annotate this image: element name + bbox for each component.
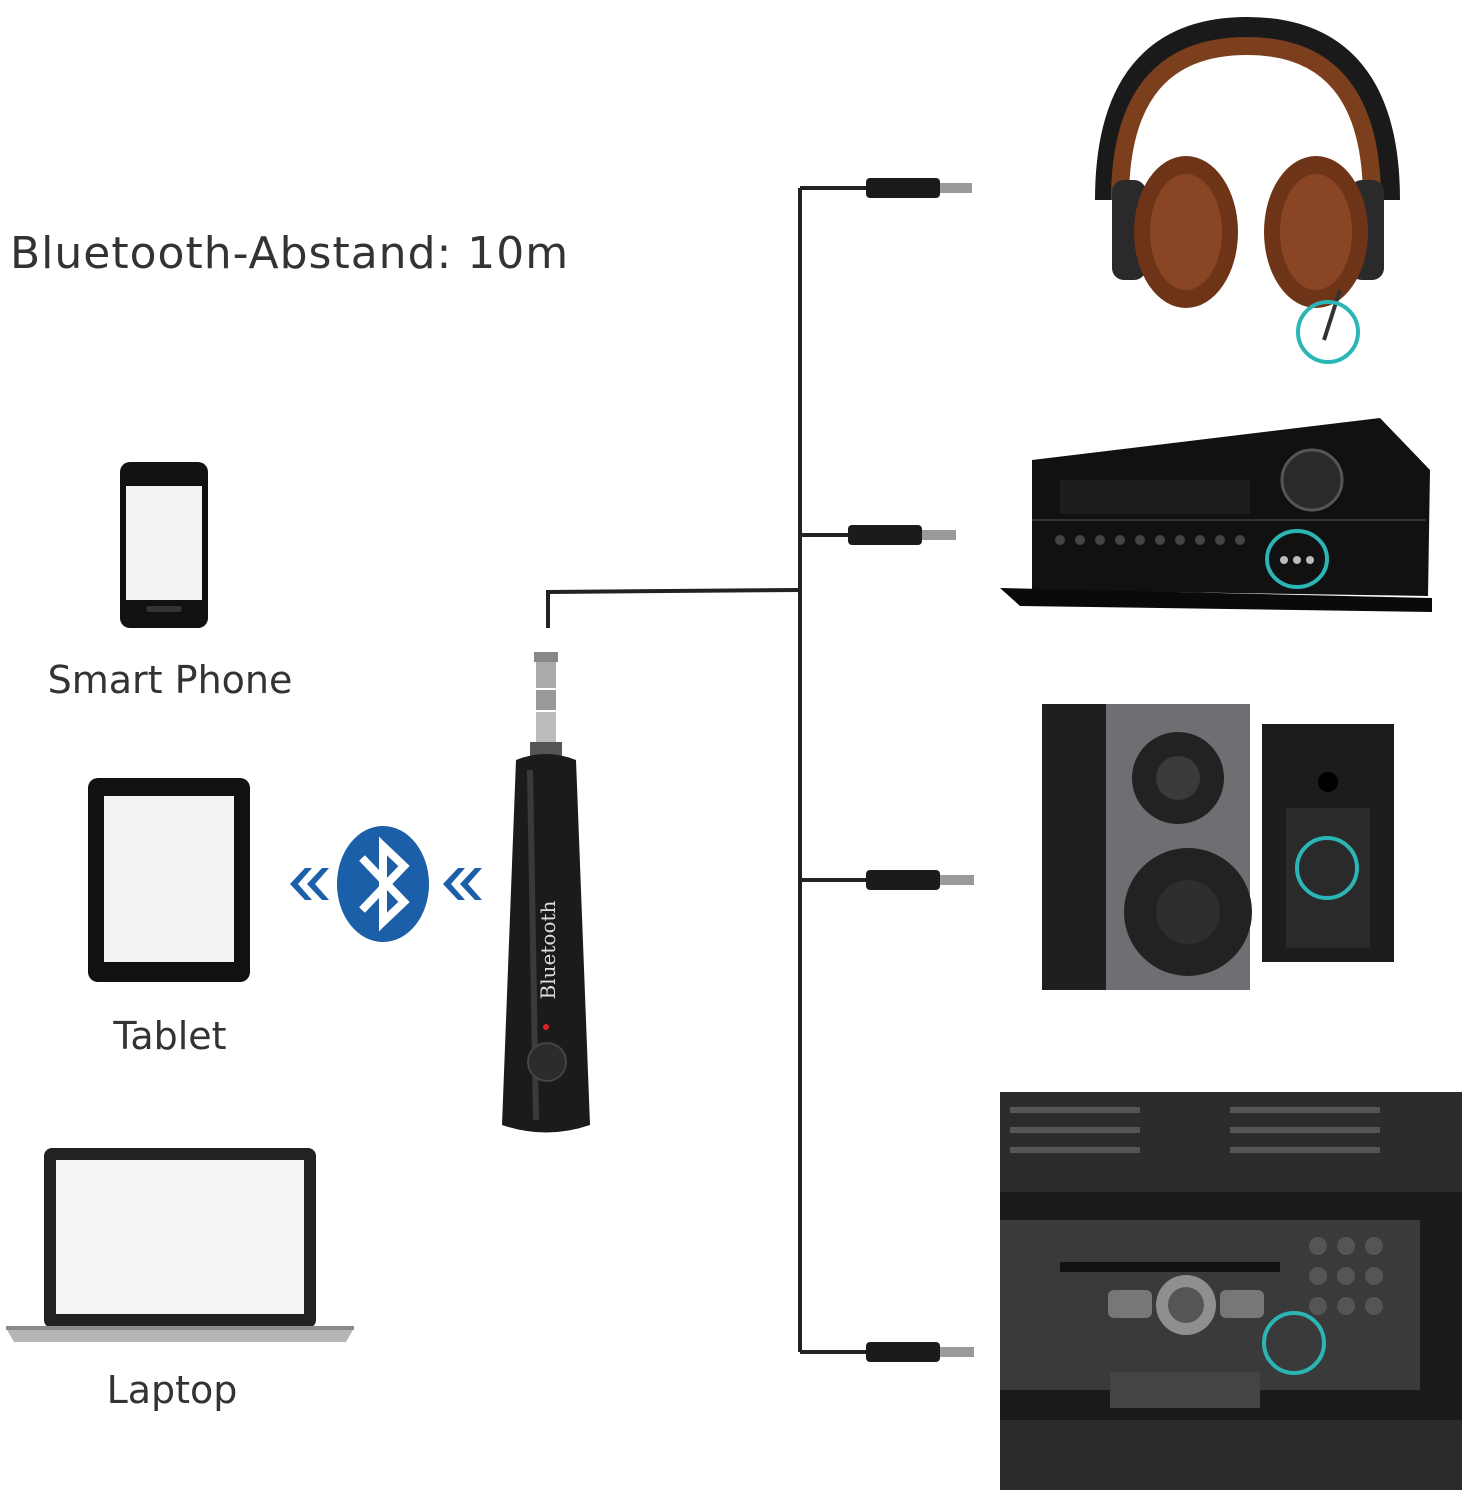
source-label-smartphone: Smart Phone: [47, 658, 293, 702]
smartphone-icon: [120, 462, 208, 628]
tablet-icon: [88, 778, 250, 982]
av-receiver-icon: [1000, 418, 1432, 612]
laptop-icon: [6, 1148, 354, 1342]
arrow-left-icon: [290, 868, 482, 900]
headphones-icon: [1095, 16, 1400, 364]
source-label-tablet: Tablet: [113, 1014, 227, 1058]
diagram-title: Bluetooth-Abstand: 10m: [10, 228, 570, 279]
bluetooth-receiver-icon: [502, 588, 801, 1133]
speakers-icon: [1042, 704, 1394, 990]
splitter-cable: [798, 186, 868, 1354]
source-label-laptop: Laptop: [106, 1368, 238, 1412]
bluetooth-icon: [337, 826, 429, 942]
car-stereo-icon: [1000, 1092, 1462, 1490]
audio-plug-icon: [848, 178, 974, 1362]
